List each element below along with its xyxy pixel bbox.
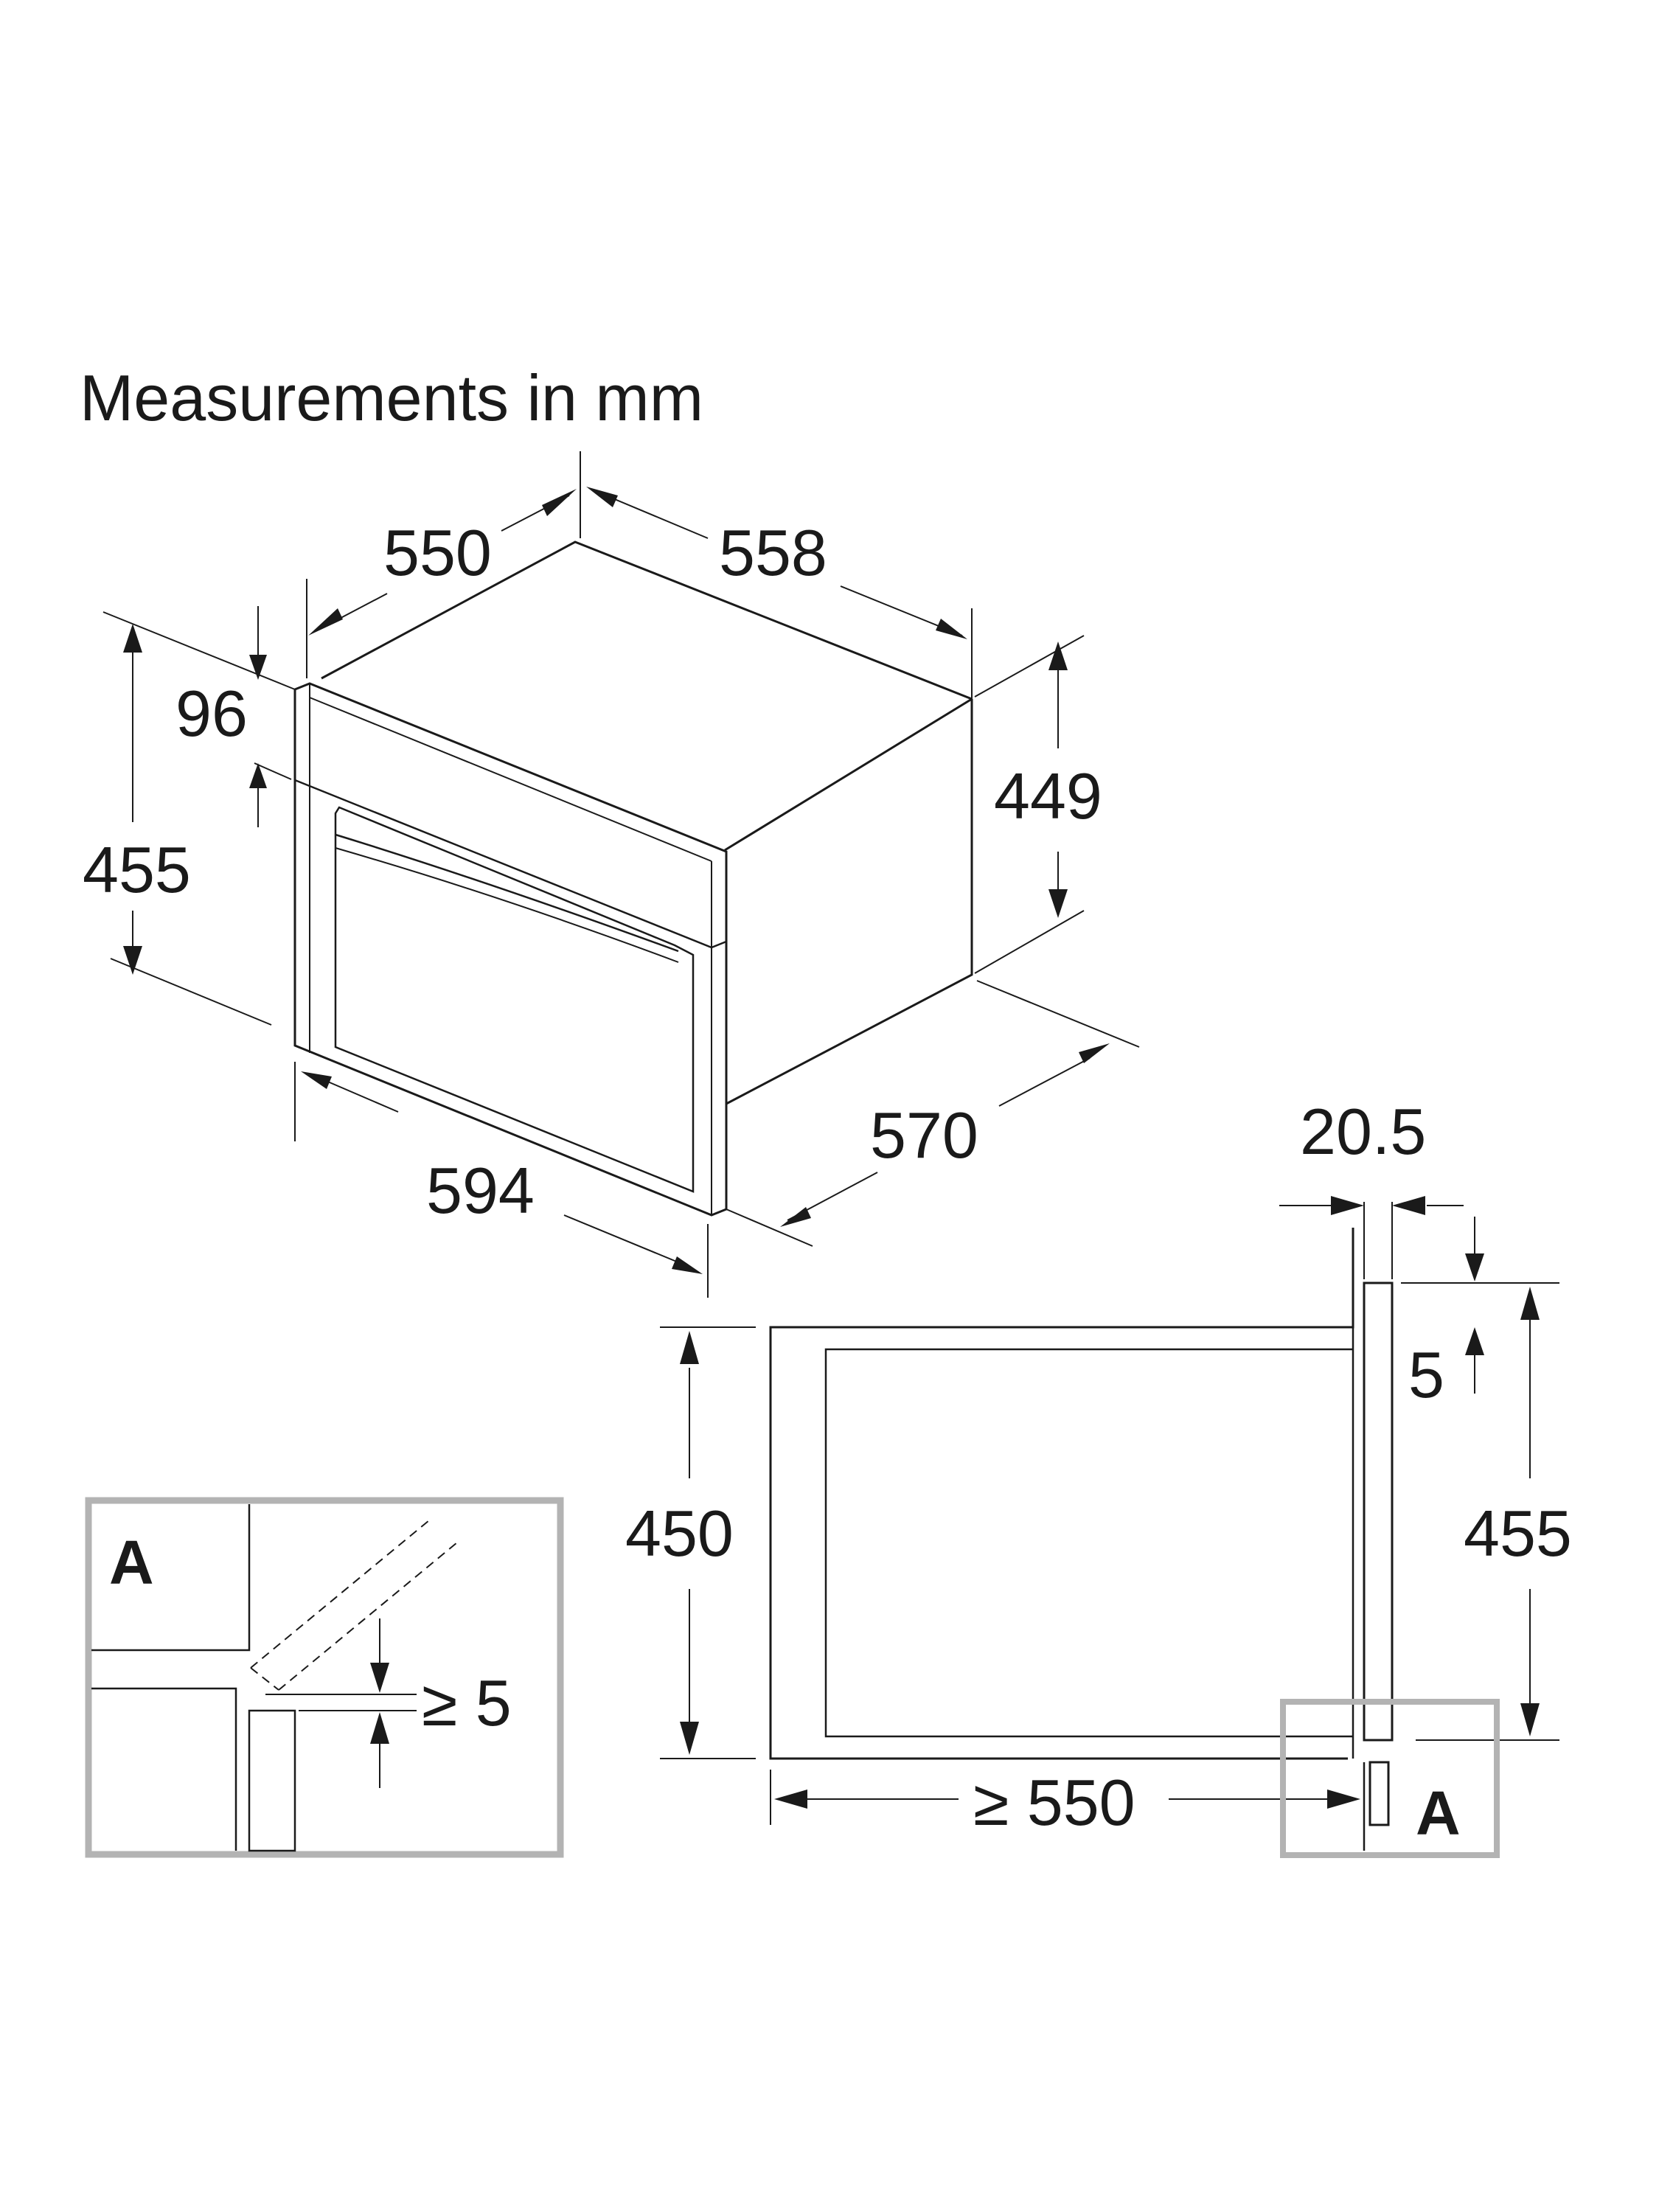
dimension-label-570: 570 (870, 1099, 978, 1172)
dimension-front-thickness-20-5: 20.5 (1279, 1095, 1464, 1279)
door-handle-inner (335, 847, 679, 963)
appliance-isometric-view (293, 540, 973, 1217)
dimension-overall-height-455: 455 (1416, 1287, 1572, 1741)
appliance-side-body (726, 699, 973, 1105)
dimension-depth-570: 570 (726, 980, 1140, 1247)
appliance-cavity-outline (824, 1348, 1353, 1738)
appliance-body-outline (769, 1228, 1354, 1760)
dimension-label-min-550: ≥ 550 (973, 1766, 1135, 1839)
door-window (334, 806, 695, 1193)
dimension-label-558: 558 (719, 516, 827, 589)
dimension-height-449: 449 (974, 635, 1102, 974)
detail-a-gap-label: ≥ 5 (422, 1666, 512, 1739)
dimension-label-455-side: 455 (1464, 1497, 1572, 1570)
appliance-top-right-edge (724, 698, 973, 852)
detail-a-frame (85, 1497, 564, 1858)
detail-a-label: A (109, 1528, 154, 1597)
dimension-panel-96: 96 (175, 606, 292, 827)
detail-a-marker-label: A (1416, 1778, 1461, 1848)
door-handle-curve (335, 833, 679, 953)
door-swing-outline (250, 1520, 430, 1669)
appliance-front-fascia (1363, 1281, 1394, 1742)
dimension-width-594: 594 (294, 1062, 709, 1298)
dimension-label-450: 450 (625, 1497, 734, 1570)
cabinet-front-stub (1368, 1761, 1390, 1826)
appliance-top-edges (321, 540, 973, 700)
detail-a-marker: A (1280, 1699, 1500, 1858)
dimension-label-5: 5 (1408, 1338, 1444, 1411)
detail-a-view: A ≥ 5 (85, 1497, 564, 1858)
control-panel-strip (294, 779, 727, 949)
diagram-title: Measurements in mm (80, 361, 703, 434)
control-panel-top-line (309, 697, 712, 862)
detail-a-marker-frame (1280, 1699, 1500, 1858)
dimension-label-449: 449 (994, 759, 1102, 832)
appliance-front-frame (293, 682, 728, 1217)
dimension-offset-5: 5 (1401, 1217, 1559, 1411)
dimension-depth-550: 550 (306, 451, 581, 678)
dimension-label-96: 96 (175, 677, 248, 750)
niche-side-section (769, 1228, 1394, 1851)
dimension-min-depth-550: ≥ 550 (770, 1766, 1360, 1839)
dimension-height-455-front: 455 (83, 611, 296, 1026)
dimension-label-594: 594 (426, 1154, 535, 1227)
dimension-label-550: 550 (383, 516, 492, 589)
dimension-depth-558: 558 (586, 487, 973, 699)
dimension-niche-height-450: 450 (625, 1326, 756, 1759)
dimension-label-455-front: 455 (83, 833, 191, 906)
dimension-label-20-5: 20.5 (1300, 1095, 1426, 1168)
